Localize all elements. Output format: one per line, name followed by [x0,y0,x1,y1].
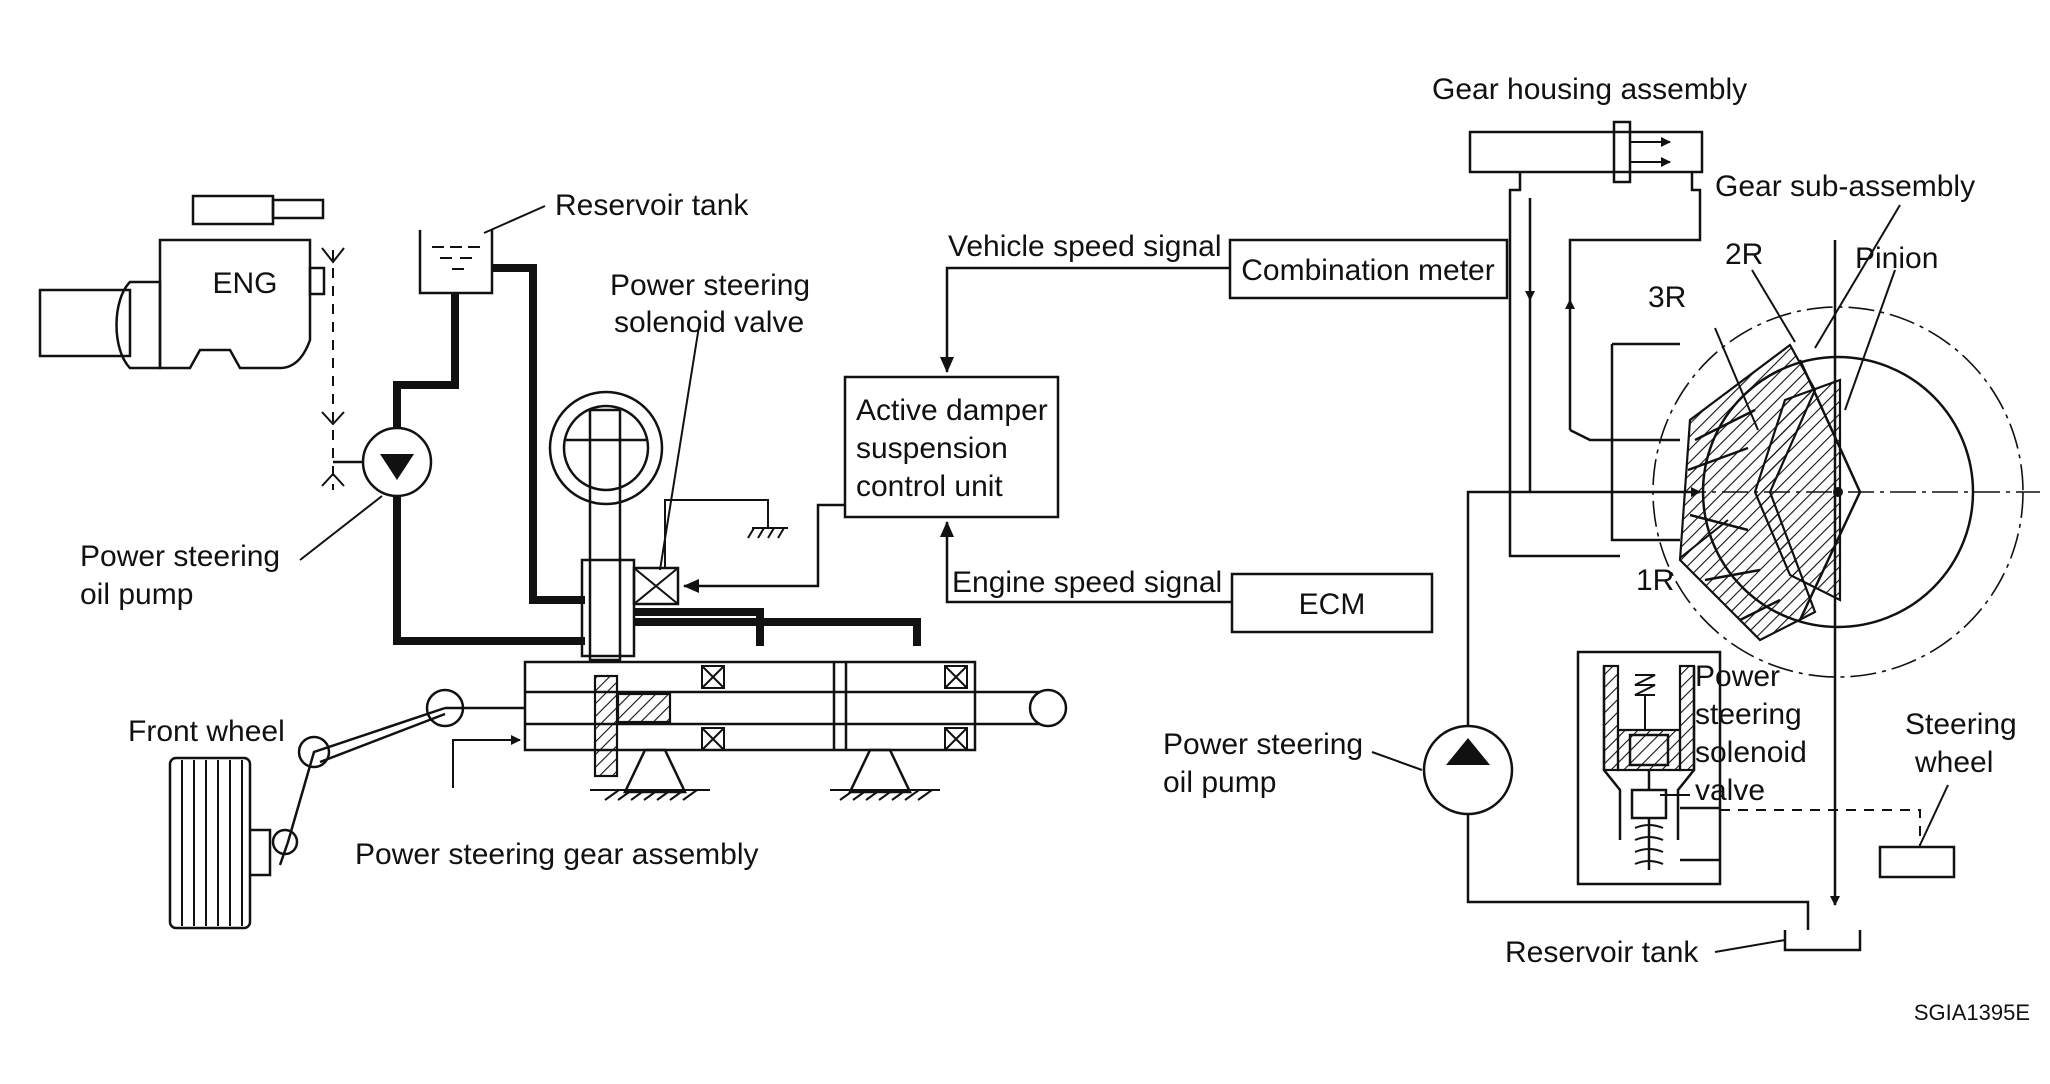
engine-speed-signal-label: Engine speed signal [952,566,1222,599]
left-steering-wheel [548,390,664,662]
ecm-label: ECM [1299,588,1366,621]
solenoid-control-signal-line [683,503,845,593]
right-solenoid-label-line3: solenoid [1695,736,1807,769]
front-wheel-illustration [168,688,465,930]
right-reservoir-tank [1783,930,1862,952]
left-solenoid-label-line2: solenoid valve [614,306,804,339]
label-3r-leader [1714,327,1759,431]
left-solenoid-label-line1: Power steering [610,269,810,302]
right-oil-pump-label-line1: Power steering [1163,728,1363,761]
label-1r: 1R [1636,564,1674,597]
label-2r-leader [1751,269,1796,343]
control-unit-label-line2: suspension [856,432,1008,465]
left-reservoir-leader [483,205,546,234]
left-solenoid-leader [659,319,701,571]
label-1r-leader [1679,519,1729,559]
right-reservoir-leader [1714,939,1786,953]
right-oil-pump-leader [1371,751,1423,771]
engine-illustration [38,194,345,490]
right-steering-wheel-label-line2: wheel [1914,746,1993,779]
left-solenoid-valve [580,499,788,658]
engine-speed-signal-line [940,521,1232,604]
right-steering-wheel-dashed-link [1720,809,1921,847]
left-gear-assembly-label: Power steering gear assembly [355,838,759,871]
control-unit-label-line1: Active damper [856,394,1048,427]
right-reservoir-label: Reservoir tank [1505,936,1699,969]
right-steering-wheel-leader [1919,784,1949,846]
combination-meter-label: Combination meter [1241,254,1494,287]
gear-housing-assembly [1468,120,1704,558]
left-hydraulic-hoses [393,264,921,646]
left-oil-pump-label-line1: Power steering [80,540,280,573]
gear-sub-assembly [1652,306,2040,678]
combination-meter-box [1228,238,1509,300]
gear-housing-assembly-label: Gear housing assembly [1432,73,1747,106]
control-unit-box [843,375,1060,519]
pinion-leader [1844,269,1896,411]
vehicle-speed-signal-label: Vehicle speed signal [948,230,1222,263]
right-steering-wheel-label-line1: Steering [1905,708,2017,741]
label-2r: 2R [1725,238,1763,271]
left-oil-pump-symbol [333,426,433,498]
right-oil-pump-label-line2: oil pump [1163,766,1276,799]
right-solenoid-valve [1576,650,1722,886]
left-oil-pump-leader [299,495,383,561]
gear-sub-assembly-leader [1814,204,1901,349]
right-solenoid-label-line1: Power [1695,660,1780,693]
right-solenoid-label-line4: valve [1695,774,1765,807]
gear-sub-assembly-label: Gear sub-assembly [1715,170,1975,203]
label-3r: 3R [1648,281,1686,314]
front-wheel-label: Front wheel [128,715,285,748]
right-oil-pump-symbol [1422,240,1840,930]
engine-label: ENG [212,267,277,300]
control-unit-label-line3: control unit [856,470,1003,503]
left-reservoir-tank [418,230,494,295]
right-solenoid-label-line2: steering [1695,698,1802,731]
right-steering-wheel-box [1878,845,1956,879]
left-oil-pump-label-line2: oil pump [80,578,193,611]
left-reservoir-label: Reservoir tank [555,189,749,222]
left-gear-assembly-leader [452,735,521,788]
figure-code: SGIA1395E [1914,1000,2030,1025]
vehicle-speed-signal-line [940,266,1230,373]
left-gear-assembly [445,660,1068,801]
